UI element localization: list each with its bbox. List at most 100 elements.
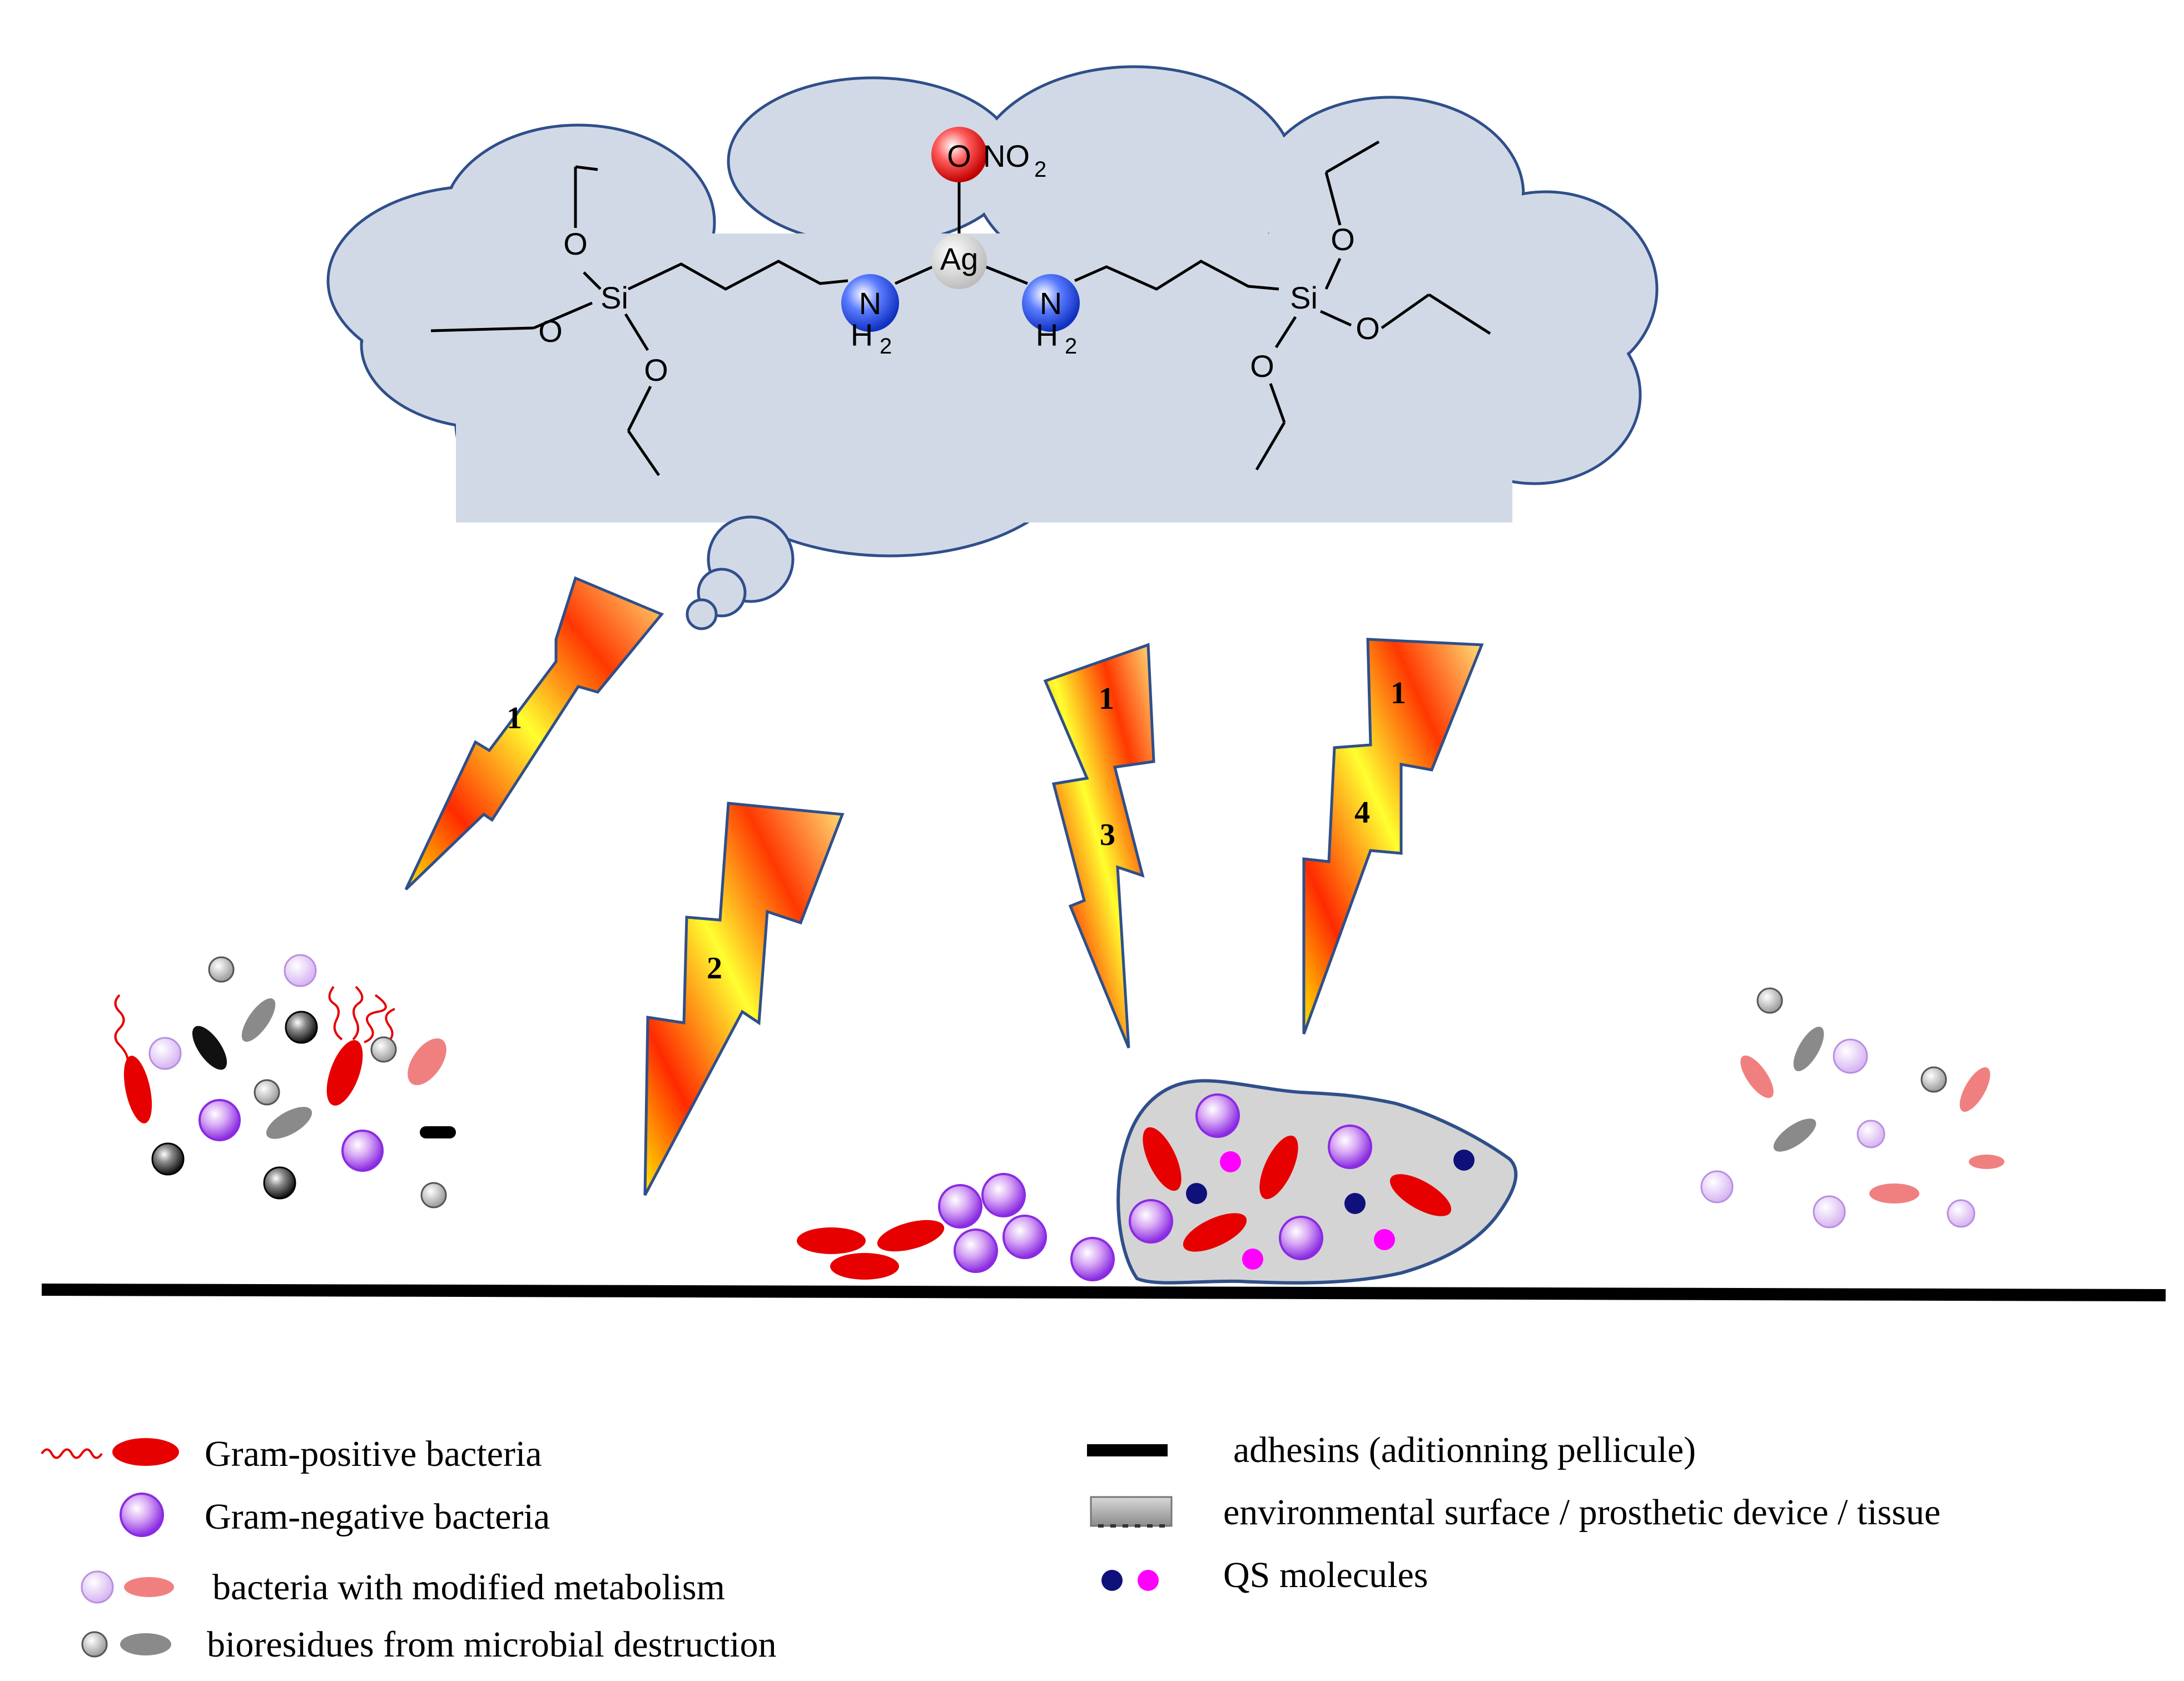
legend-item-gram-positive: Gram-positive bacteria xyxy=(41,1434,542,1474)
qs-molecule xyxy=(1220,1151,1241,1172)
h-right-subscript: 2 xyxy=(1065,334,1077,359)
bond xyxy=(627,385,652,432)
o-right-mid-label: O xyxy=(1356,311,1380,346)
gram-negative-bacterium xyxy=(1129,1199,1173,1244)
gram-positive-icon xyxy=(112,1438,179,1466)
bond xyxy=(430,326,534,332)
legend-item-modified: bacteria with modified metabolism xyxy=(81,1567,725,1608)
modified-bacterium xyxy=(1959,1067,1991,1112)
legend-label-gram-positive: Gram-positive bacteria xyxy=(205,1434,542,1474)
bond xyxy=(1319,310,1352,327)
o-left-mid-label: O xyxy=(538,314,563,349)
qs-molecule xyxy=(1453,1150,1475,1171)
bolt-3-label-2: 3 xyxy=(1100,818,1115,852)
gram-negative-icon xyxy=(120,1493,164,1537)
bond xyxy=(1255,421,1286,471)
silver-label: Ag xyxy=(940,241,979,276)
bond xyxy=(627,430,661,476)
modified-bacterium xyxy=(408,1038,446,1086)
o-left-top-label: O xyxy=(563,226,588,261)
adhesin xyxy=(192,1026,227,1070)
legend-item-bioresidues: bioresidues from microbial destruction xyxy=(81,1624,777,1665)
biofilm xyxy=(1116,1079,1518,1285)
bond xyxy=(1269,383,1286,423)
qs-molecule xyxy=(1186,1183,1207,1204)
bioresidue xyxy=(266,1107,312,1139)
gram-positive-bacterium xyxy=(830,1253,899,1280)
legend-label-surface: environmental surface / prosthetic devic… xyxy=(1223,1492,1940,1533)
bolt-2-label: 2 xyxy=(707,951,722,986)
modified-bacterium xyxy=(1869,1183,1919,1203)
bond xyxy=(1074,260,1279,291)
legend-label-modified: bacteria with modified metabolism xyxy=(212,1567,725,1608)
lightning-bolt-2: 2 xyxy=(643,802,845,1196)
h-right-label: H xyxy=(1036,317,1058,352)
gram-positive-bacterium xyxy=(1259,1135,1298,1200)
bioresidue xyxy=(263,1166,296,1200)
modified-gram-negative-icon xyxy=(81,1570,114,1604)
bond xyxy=(627,260,848,291)
gram-negative-bacterium xyxy=(1002,1215,1047,1259)
legend: Gram-positive bacteria Gram-negative bac… xyxy=(41,1430,1940,1665)
bolt-1-label: 1 xyxy=(507,701,522,735)
bond xyxy=(1428,293,1491,335)
h-left-subscript: 2 xyxy=(880,334,892,359)
silver-atom xyxy=(931,233,987,289)
bioresidue xyxy=(151,1142,185,1176)
bioresidue xyxy=(1920,1066,1947,1093)
modified-bacterium xyxy=(1833,1038,1868,1074)
gram-positive-bacterium xyxy=(797,1227,866,1254)
lightning-bolt-4: 1 4 xyxy=(1302,638,1484,1035)
bioresidue xyxy=(1793,1027,1824,1071)
si-right-label: Si xyxy=(1290,280,1318,315)
gram-negative-bacterium xyxy=(1070,1237,1115,1281)
bioresidue-round-icon xyxy=(81,1631,108,1658)
modified-bacterium xyxy=(1969,1155,2004,1169)
destroyed-cluster-left xyxy=(114,954,456,1208)
modified-bacterium xyxy=(148,1037,182,1070)
nitrogen-atom-left xyxy=(841,274,899,332)
modified-gram-positive-icon xyxy=(124,1577,174,1597)
lightning-bolt-3: 1 3 xyxy=(1043,643,1155,1048)
nitrogen-atom-right xyxy=(1022,274,1080,332)
flagellum-icon xyxy=(41,1448,103,1459)
modified-cluster-right xyxy=(1700,987,2004,1229)
gram-positive-bacterium xyxy=(326,986,395,1106)
adhesin xyxy=(420,1126,456,1138)
qs-magenta-icon xyxy=(1138,1570,1159,1591)
bond xyxy=(1274,316,1297,349)
legend-item-adhesins: adhesins (aditionning pellicule) xyxy=(1087,1430,1696,1470)
qs-molecule xyxy=(1374,1229,1395,1250)
gram-negative-bacterium xyxy=(1328,1125,1372,1169)
o-right-bottom-label: O xyxy=(1250,349,1274,384)
surface-icon xyxy=(1090,1496,1173,1527)
gram-positive-bacterium xyxy=(1389,1174,1452,1216)
modified-bacterium xyxy=(1700,1170,1734,1203)
legend-label-adhesins: adhesins (aditionning pellicule) xyxy=(1233,1430,1696,1470)
bond xyxy=(1325,140,1380,174)
gram-negative-bacterium xyxy=(938,1184,982,1229)
bioresidue xyxy=(1773,1118,1816,1152)
gram-negative-bacterium xyxy=(1279,1216,1323,1260)
adhesin-icon xyxy=(1087,1444,1168,1456)
bolt-3-label-1: 1 xyxy=(1099,682,1114,716)
gram-positive-bacterium xyxy=(1143,1127,1182,1191)
bioresidue xyxy=(370,1036,397,1063)
modified-bacterium xyxy=(1740,1055,1774,1098)
legend-item-surface: environmental surface / prosthetic devic… xyxy=(1090,1492,1940,1533)
gram-negative-bacterium xyxy=(981,1173,1026,1217)
qs-molecule xyxy=(1344,1193,1366,1214)
surface-line xyxy=(41,1284,2166,1301)
bond xyxy=(583,271,602,290)
bioresidue xyxy=(1756,987,1783,1014)
bond xyxy=(894,264,936,285)
bond xyxy=(624,313,649,351)
silver-complex-molecule: Ag O NO 2 N H 2 N H 2 Si O O O Si O O O xyxy=(430,127,1491,476)
n-right-label: N xyxy=(1040,286,1062,321)
adhering-bacteria xyxy=(797,1173,1115,1281)
modified-bacterium xyxy=(1857,1120,1885,1148)
si-left-label: Si xyxy=(600,280,628,315)
bond xyxy=(533,301,593,330)
